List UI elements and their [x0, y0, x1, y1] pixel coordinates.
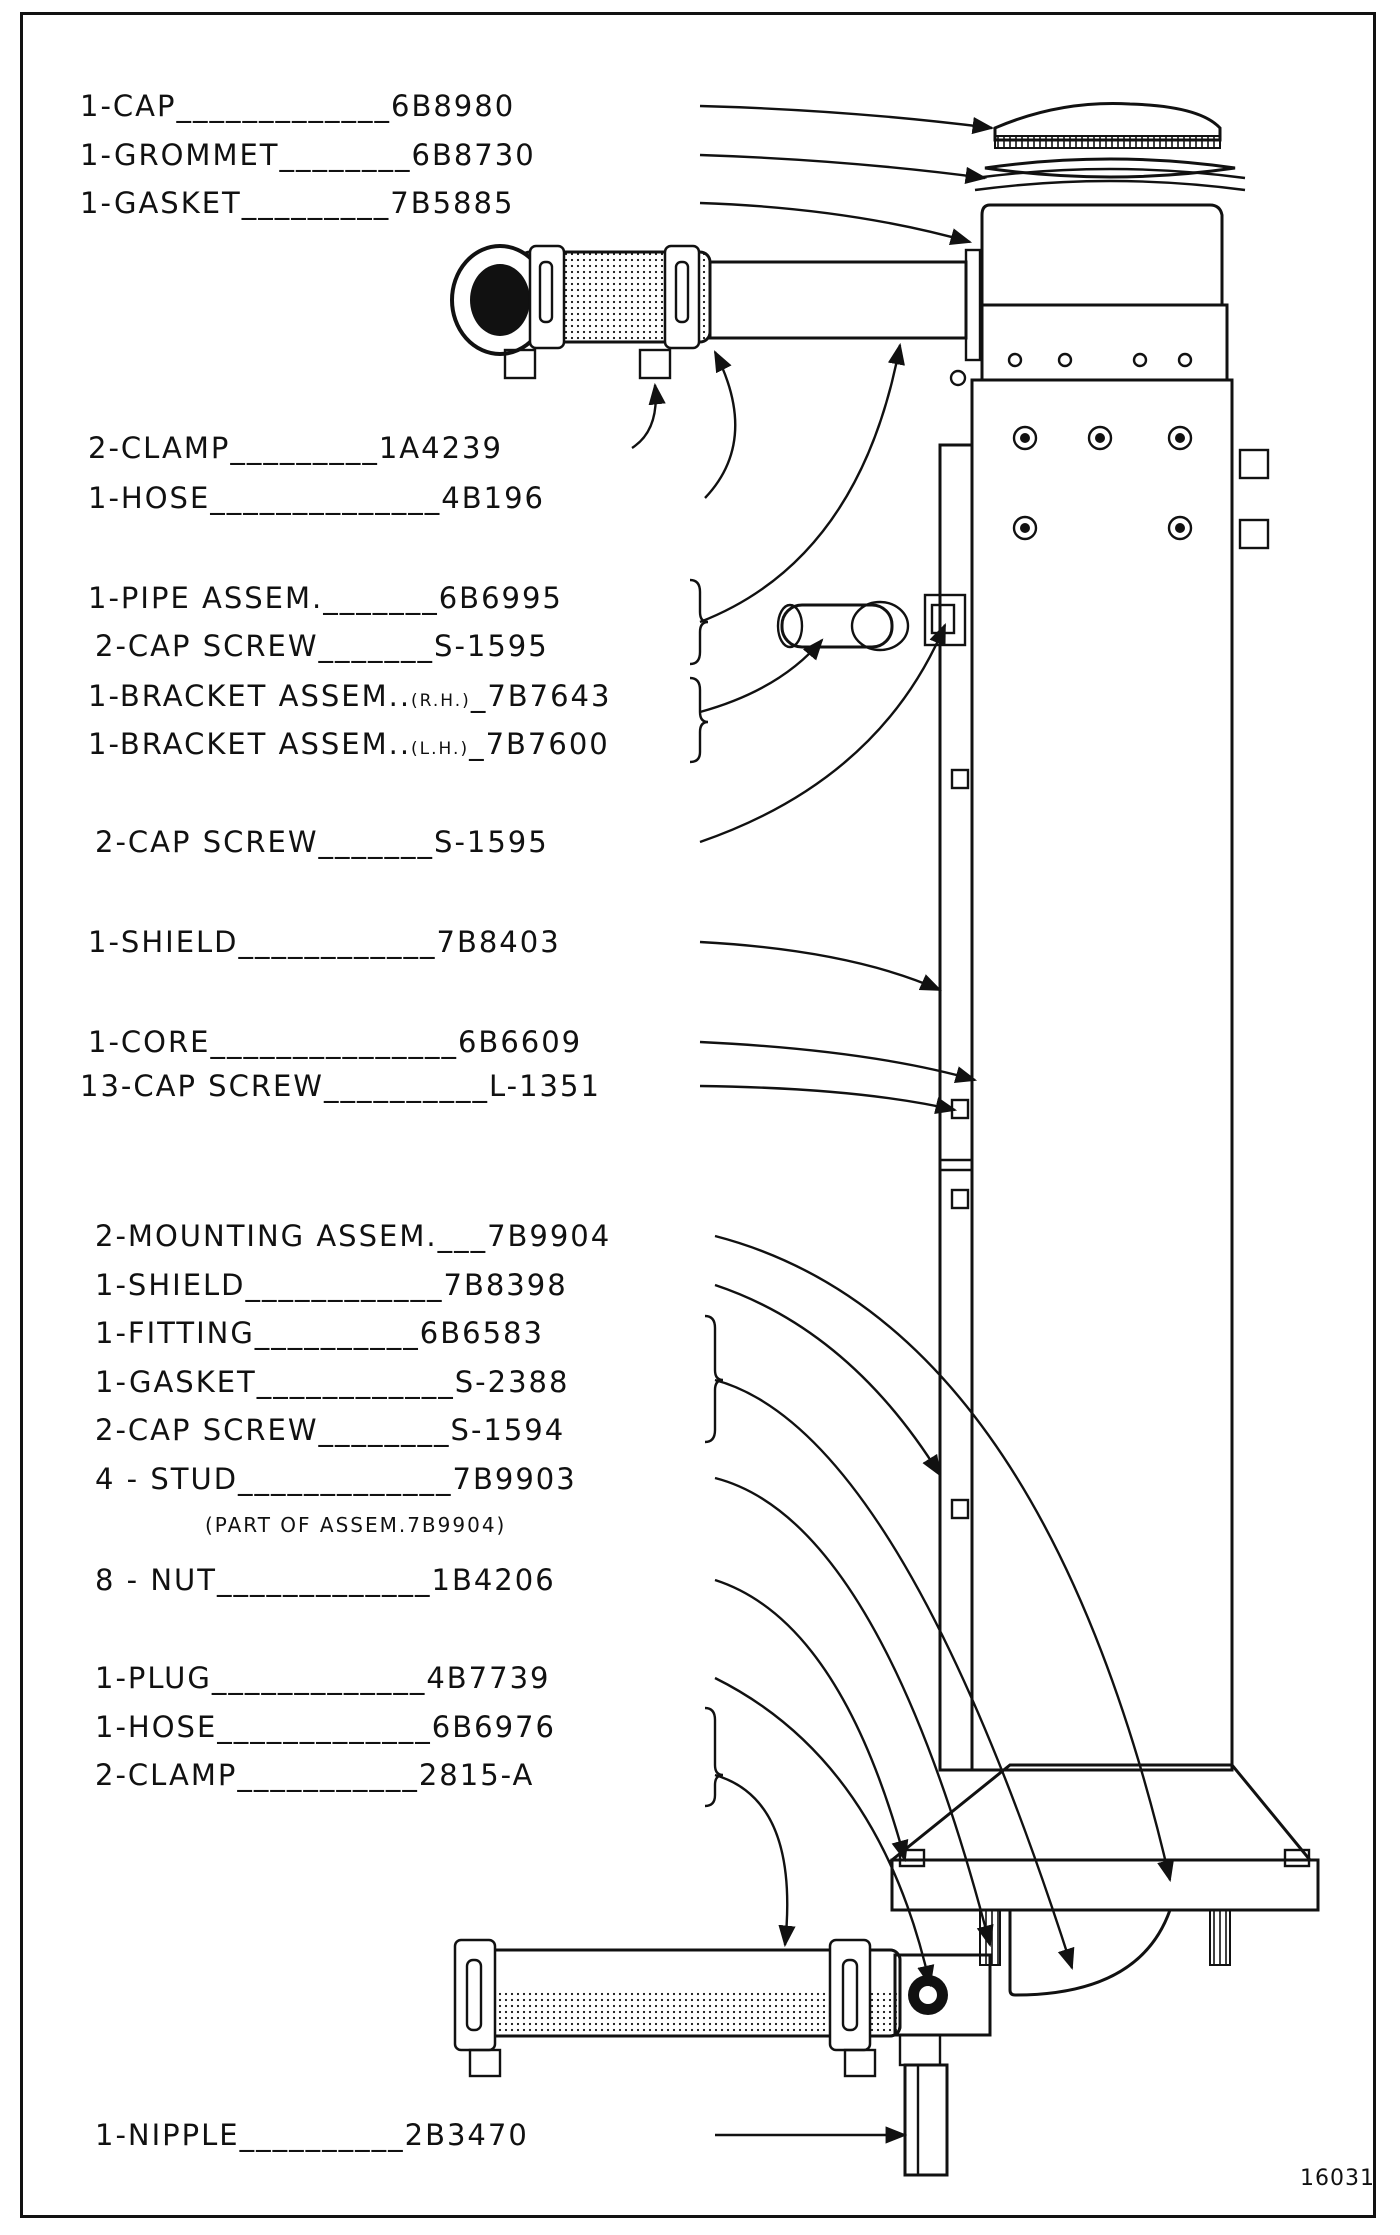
- figure-number: 16031: [1300, 2166, 1375, 2191]
- part-label-cap: 1-CAP_____________6B8980: [80, 89, 515, 123]
- part-label-cap-screw-1: 2-CAP SCREW_______S-1595: [95, 629, 549, 663]
- part-label-nut: 8 - NUT_____________1B4206: [95, 1563, 556, 1597]
- part-label-grommet: 1-GROMMET________6B8730: [80, 138, 536, 172]
- leader-lines: [631, 104, 1175, 2144]
- part-note-stud: (PART OF ASSEM.7B9904): [205, 1513, 506, 1537]
- part-label-stud: 4 - STUD_____________7B9903: [95, 1462, 577, 1496]
- part-label-clamp-upper: 2-CLAMP_________1A4239: [88, 431, 503, 465]
- part-label-cap-screw-2: 2-CAP SCREW_______S-1595: [95, 825, 549, 859]
- part-label-cap-screw-13: 13-CAP SCREW__________L-1351: [80, 1069, 601, 1103]
- cap-drawing: [974, 102, 1246, 192]
- upper-hose-drawing: [450, 244, 968, 380]
- top-tank-drawing: [938, 203, 1229, 387]
- part-label-fitting: 1-FITTING__________6B6583: [95, 1316, 544, 1350]
- bottom-tank-drawing: [887, 1763, 1320, 1997]
- part-label-hose-lower: 1-HOSE_____________6B6976: [95, 1710, 556, 1744]
- part-label-hose-upper: 1-HOSE______________4B196: [88, 481, 545, 515]
- part-label-cap-screw-3: 2-CAP SCREW________S-1594: [95, 1413, 565, 1447]
- part-label-mounting-assem: 2-MOUNTING ASSEM.___7B9904: [95, 1219, 611, 1253]
- part-label-bracket-rh: 1-BRACKET ASSEM..(R.H.)_7B7643: [88, 679, 611, 713]
- part-label-clamp-lower: 2-CLAMP___________2815-A: [95, 1758, 534, 1792]
- radiator-drawing: [450, 102, 1320, 2177]
- part-label-core: 1-CORE_______________6B6609: [88, 1025, 582, 1059]
- braces: [689, 578, 724, 1808]
- part-label-nipple: 1-NIPPLE__________2B3470: [95, 2118, 529, 2152]
- bracket-drawing: [776, 593, 967, 652]
- part-label-shield-upper: 1-SHIELD____________7B8403: [88, 925, 561, 959]
- part-label-gasket: 1-GASKET_________7B5885: [80, 186, 514, 220]
- part-label-plug: 1-PLUG_____________4B7739: [95, 1661, 550, 1695]
- parts-list: 1-CAP_____________6B8980 1-GROMMET______…: [80, 89, 611, 2152]
- part-label-gasket-lower: 1-GASKET____________S-2388: [95, 1365, 569, 1399]
- part-label-shield-lower: 1-SHIELD____________7B8398: [95, 1268, 568, 1302]
- part-label-bracket-lh: 1-BRACKET ASSEM..(L.H.)_7B7600: [88, 727, 610, 761]
- core-drawing: [938, 378, 1270, 1772]
- part-label-pipe-assem: 1-PIPE ASSEM._______6B6995: [88, 581, 563, 615]
- lower-hose-drawing: [453, 1938, 992, 2177]
